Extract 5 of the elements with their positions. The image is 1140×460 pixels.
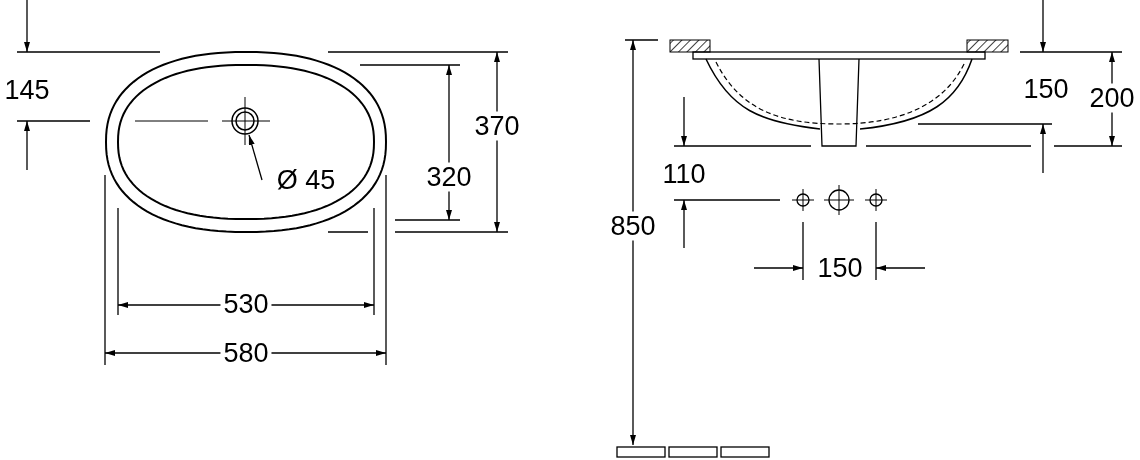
dimension-label: 150 bbox=[1022, 74, 1070, 104]
dimension-label: 110 bbox=[661, 159, 707, 189]
dimension-label: Ø 45 bbox=[275, 165, 337, 195]
dimension-label: 145 bbox=[3, 75, 51, 105]
dimension-label: 150 bbox=[816, 253, 864, 283]
